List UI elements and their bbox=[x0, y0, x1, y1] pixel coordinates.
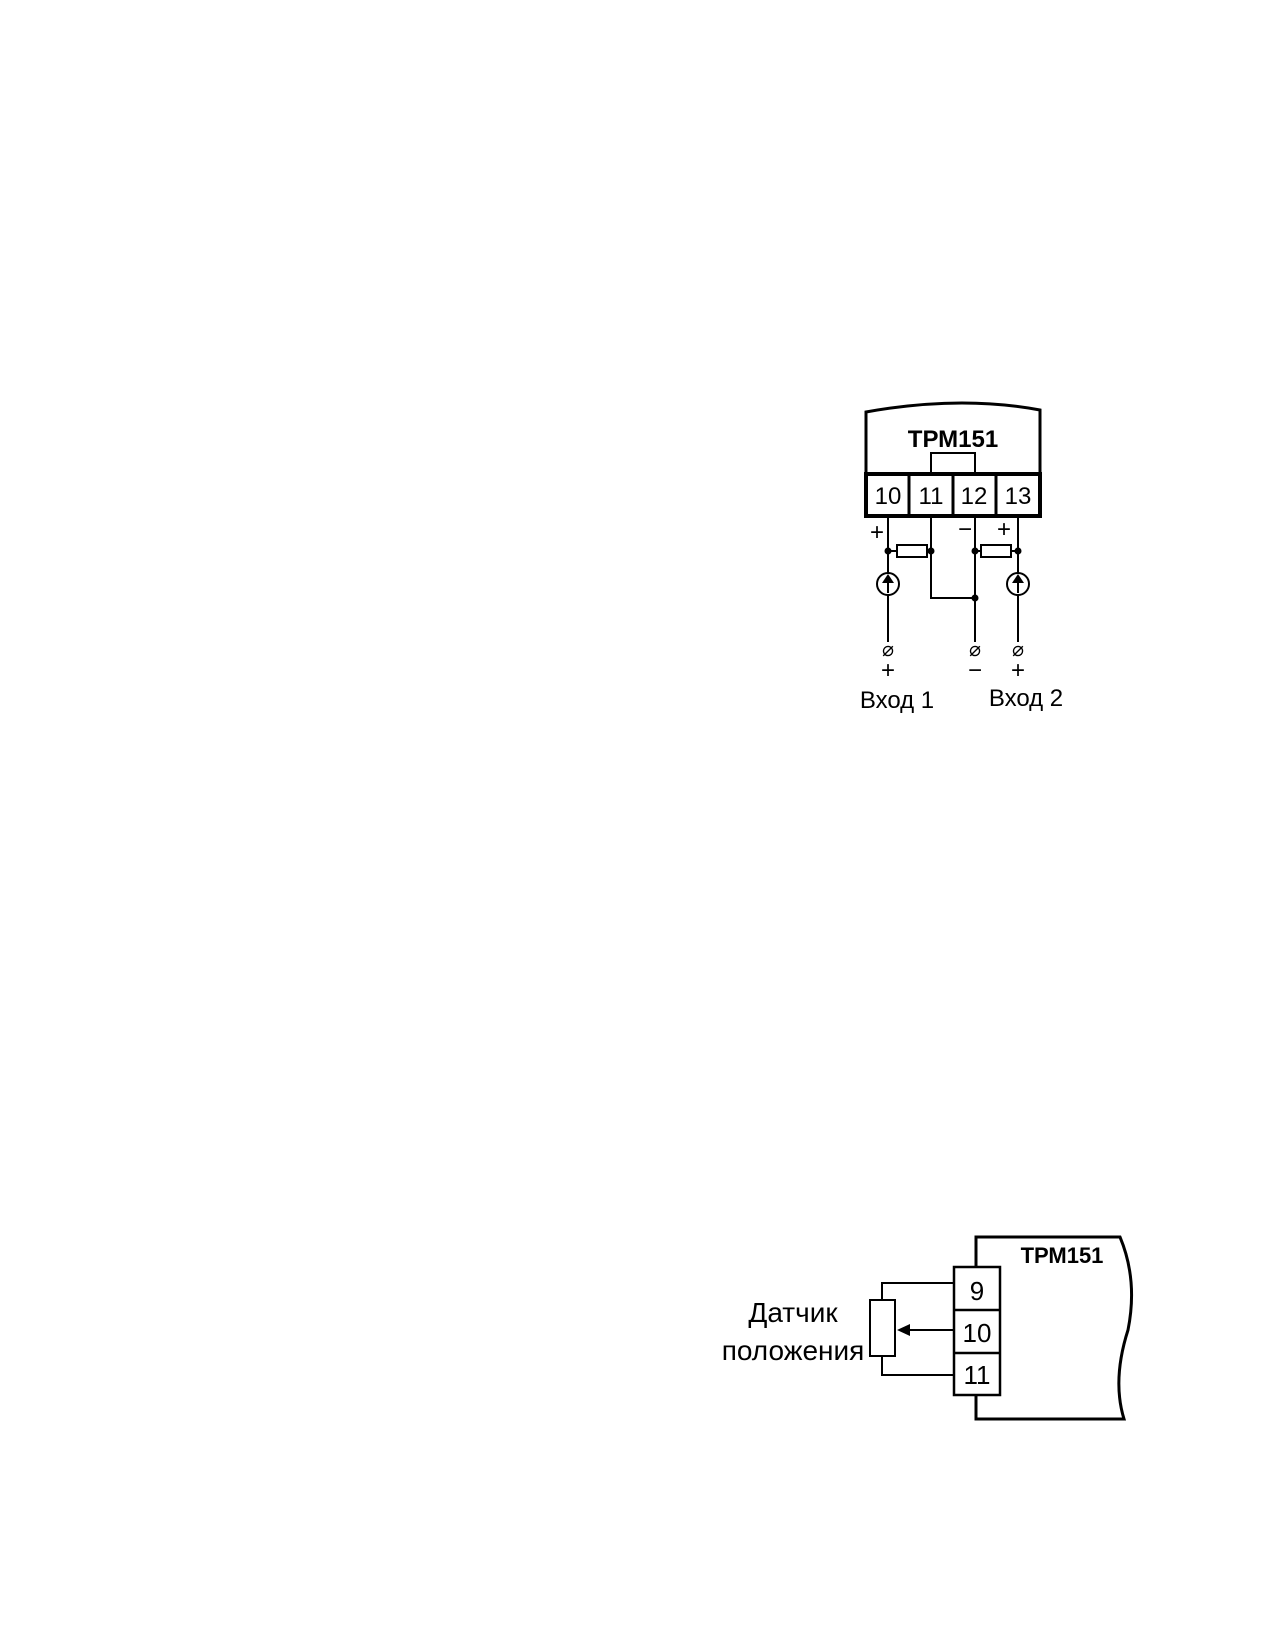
wiper-arrow-icon bbox=[897, 1324, 910, 1336]
potentiometer-icon bbox=[869, 1299, 896, 1357]
terminal-13: 13 bbox=[1005, 483, 1032, 510]
polarity-minus-12: − bbox=[958, 516, 972, 543]
polarity-plus-10: + bbox=[870, 519, 884, 546]
shunt-resistor-1 bbox=[896, 544, 928, 558]
terminal-10-b: 10 bbox=[963, 1318, 992, 1348]
bottom-polarity-minus: − bbox=[968, 657, 982, 684]
device-housing-2 bbox=[974, 1235, 1134, 1421]
input-2-label: Вход 2 bbox=[989, 685, 1063, 712]
device-housing-1 bbox=[864, 401, 1042, 474]
current-source-icon-2 bbox=[1006, 572, 1030, 596]
sensor-label-line1: Датчик bbox=[748, 1297, 838, 1328]
input-1-label: Вход 1 bbox=[860, 687, 934, 714]
terminal-11-b: 11 bbox=[964, 1360, 991, 1390]
diagram-position-sensor: ТРМ151 9 10 11 Датчик положения bbox=[722, 1235, 1134, 1421]
terminal-9: 9 bbox=[970, 1276, 984, 1306]
bottom-polarity-plus-2: + bbox=[1011, 657, 1025, 684]
bottom-terminal-symbol-1: ⌀ bbox=[882, 639, 894, 661]
bottom-terminal-symbol-2: ⌀ bbox=[969, 639, 981, 661]
current-source-icon-1 bbox=[876, 572, 900, 596]
polarity-plus-13: + bbox=[997, 516, 1011, 543]
bottom-terminal-symbol-3: ⌀ bbox=[1012, 639, 1024, 661]
terminal-10: 10 bbox=[875, 483, 902, 510]
junction-dots-1 bbox=[884, 547, 1022, 602]
wires-2 bbox=[881, 1282, 954, 1376]
terminal-11: 11 bbox=[919, 483, 944, 510]
shunt-resistor-2 bbox=[980, 544, 1012, 558]
terminal-block-2 bbox=[952, 1265, 1002, 1397]
jumper-11-12 bbox=[930, 452, 976, 474]
terminal-12: 12 bbox=[961, 483, 988, 510]
bottom-polarity-plus-1: + bbox=[881, 657, 895, 684]
device-label-2: ТРМ151 bbox=[1021, 1243, 1104, 1268]
diagram-two-inputs: ТРМ151 10 11 12 13 + − + bbox=[860, 401, 1063, 714]
device-label-1: ТРМ151 bbox=[908, 426, 998, 453]
sensor-label-line2: положения bbox=[722, 1335, 865, 1366]
